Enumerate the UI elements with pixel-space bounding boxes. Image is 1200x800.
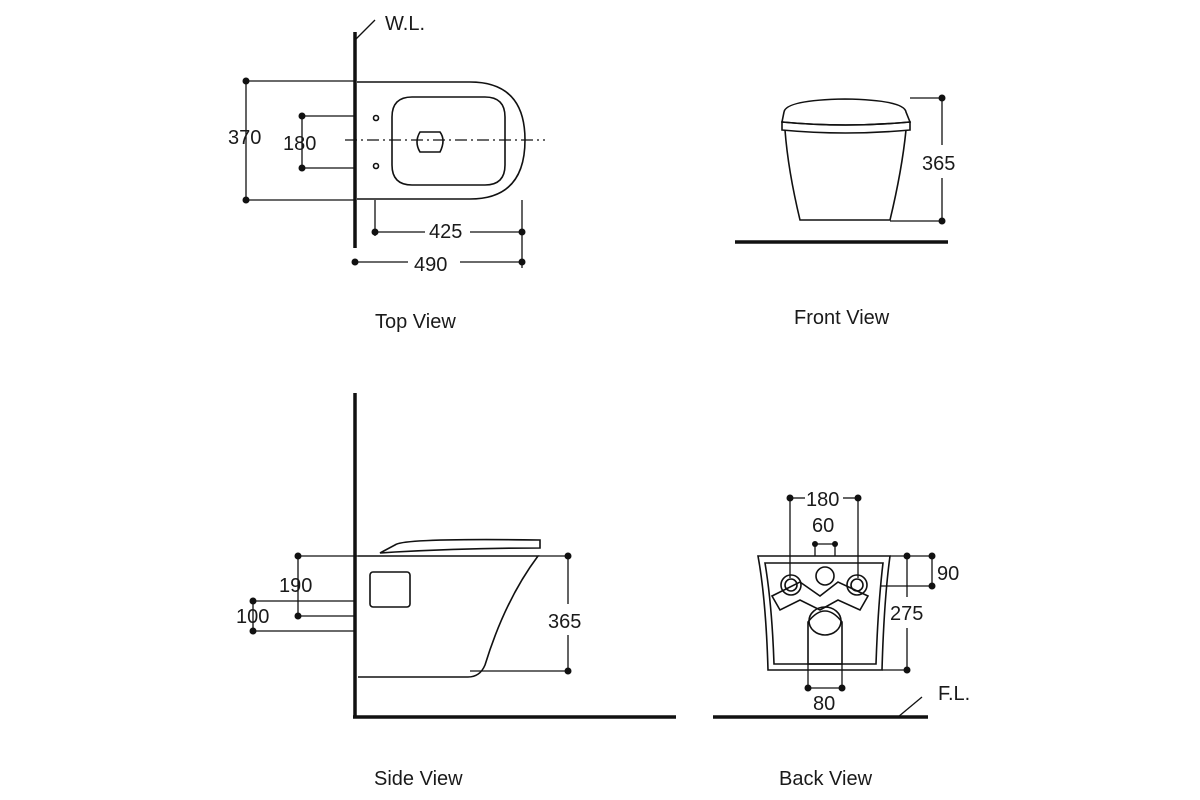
dim-dot — [371, 228, 379, 236]
back-outlet — [807, 610, 843, 665]
top-fixing-hole-lower — [372, 162, 380, 170]
dim-dot — [518, 228, 526, 236]
dim-dot — [294, 552, 302, 560]
dim-dot — [786, 494, 794, 502]
back-fixing-hole-right — [846, 574, 868, 596]
back-dim-60-label: 60 — [812, 515, 834, 537]
top-bowl-inner — [391, 96, 506, 186]
front-seat-ring — [781, 121, 911, 134]
dim-dot — [804, 684, 812, 692]
back-fixing-hole-left — [780, 574, 802, 596]
dim-dot — [294, 612, 302, 620]
dim-dot — [242, 196, 250, 204]
dim-dot — [928, 582, 936, 590]
side-dim-365-label: 365 — [548, 611, 581, 633]
dim-dot — [938, 217, 946, 225]
dim-dot — [518, 258, 526, 266]
dim-dot — [854, 494, 862, 502]
dim-dot — [832, 541, 838, 547]
dim-dot — [903, 552, 911, 560]
back-view-label: Back View — [779, 768, 873, 790]
dim-dot — [249, 627, 257, 635]
back-dim-180-label: 180 — [806, 489, 839, 511]
dim-dot — [249, 597, 257, 605]
side-view: 190 100 365 Side View — [236, 393, 676, 790]
side-inspection-plate — [369, 571, 411, 608]
dim-dot — [938, 94, 946, 102]
back-fixing-hole-left-inner — [784, 578, 798, 592]
dim-dot — [298, 164, 306, 172]
back-outer-body — [757, 555, 891, 671]
back-bracing — [770, 581, 870, 612]
side-dim-190-label: 190 — [279, 575, 312, 597]
fl-leader — [897, 696, 923, 718]
wall-level-label: W.L. — [385, 13, 425, 35]
back-outlet-opening — [808, 606, 842, 636]
side-seat — [379, 538, 541, 554]
top-outlet — [416, 131, 444, 153]
top-view-label: Top View — [375, 311, 456, 333]
back-inlet-hole — [815, 566, 835, 586]
dim-dot — [564, 667, 572, 675]
back-inner-body — [764, 562, 884, 665]
front-seat-lid — [781, 98, 912, 126]
side-body — [358, 555, 540, 678]
dim-dot — [242, 77, 250, 85]
front-view-label: Front View — [794, 307, 890, 329]
dim-370-label: 370 — [228, 127, 261, 149]
dim-dot — [298, 112, 306, 120]
floor-level-label: F.L. — [938, 683, 970, 705]
dim-dot — [903, 666, 911, 674]
top-view: W.L. 370 180 425 — [228, 13, 545, 333]
dim-425-label: 425 — [429, 221, 462, 243]
front-dim-365-label: 365 — [922, 153, 955, 175]
dim-180-label: 180 — [283, 133, 316, 155]
back-fixing-hole-right-inner — [850, 578, 864, 592]
dim-dot — [351, 258, 359, 266]
top-fixing-hole-upper — [372, 114, 380, 122]
back-view: F.L. 180 60 90 — [713, 489, 970, 790]
back-dim-90-label: 90 — [937, 563, 959, 585]
front-bowl — [784, 129, 907, 221]
dim-490-label: 490 — [414, 254, 447, 276]
front-view: 365 Front View — [735, 94, 955, 329]
dim-dot — [928, 552, 936, 560]
dim-dot — [564, 552, 572, 560]
back-dim-275-label: 275 — [890, 603, 923, 625]
dim-dot — [838, 684, 846, 692]
wl-leader — [354, 19, 376, 41]
back-dim-80-label: 80 — [813, 693, 835, 715]
side-view-label: Side View — [374, 768, 463, 790]
side-dim-100-label: 100 — [236, 606, 269, 628]
dim-dot — [812, 541, 818, 547]
